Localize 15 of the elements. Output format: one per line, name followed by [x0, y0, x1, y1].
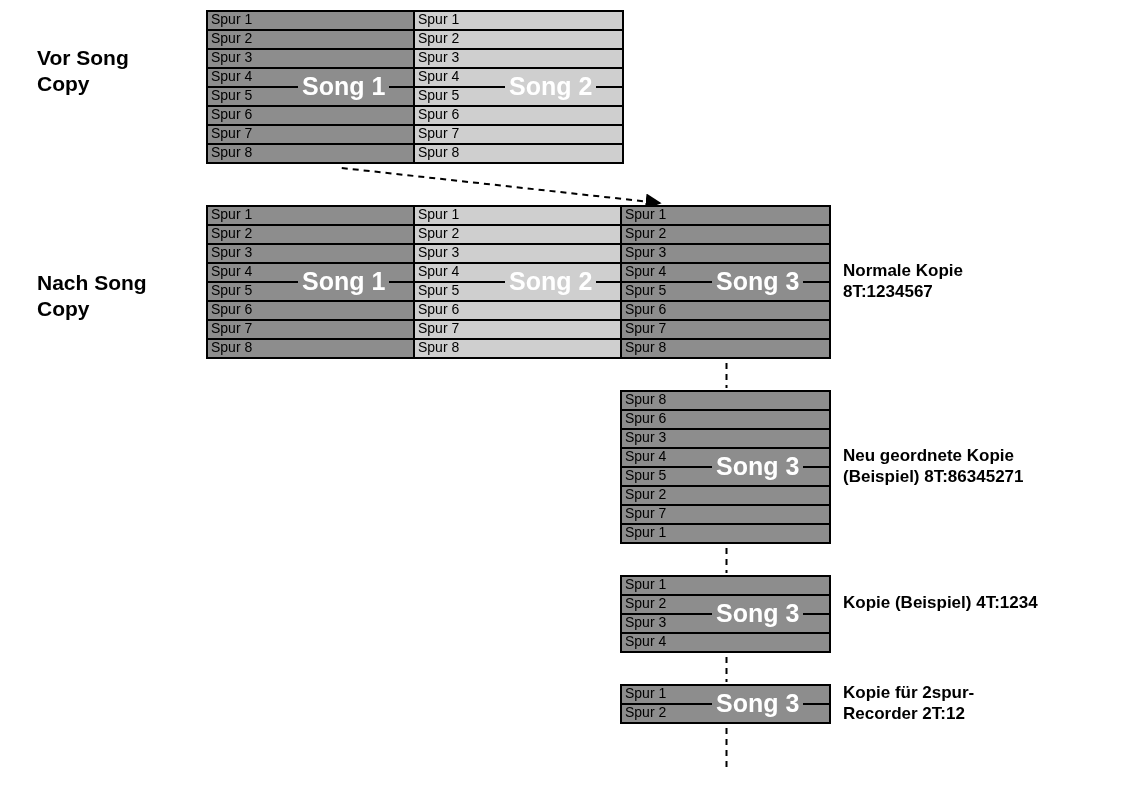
dashed-line [725, 656, 728, 683]
section-label: Nach Song Copy [37, 270, 148, 322]
caption-text: Kopie für 2spur-Recorder 2T:12 [843, 682, 976, 724]
song-block [620, 205, 831, 359]
dashed-line [725, 362, 728, 389]
dashed-line [725, 727, 728, 769]
caption-text: Kopie (Beispiel) 4T:1234 [843, 592, 1039, 613]
song-block [620, 684, 831, 724]
section-label: Vor Song Copy [37, 45, 130, 97]
song-block [620, 390, 831, 544]
dashed-line [725, 547, 728, 574]
song-block [413, 10, 624, 164]
song-block [620, 575, 831, 653]
caption-text: Normale Kopie 8T:1234567 [843, 260, 964, 302]
caption-text: Neu geordnete Kopie (Beispiel) 8T:86345271 [843, 445, 1025, 487]
